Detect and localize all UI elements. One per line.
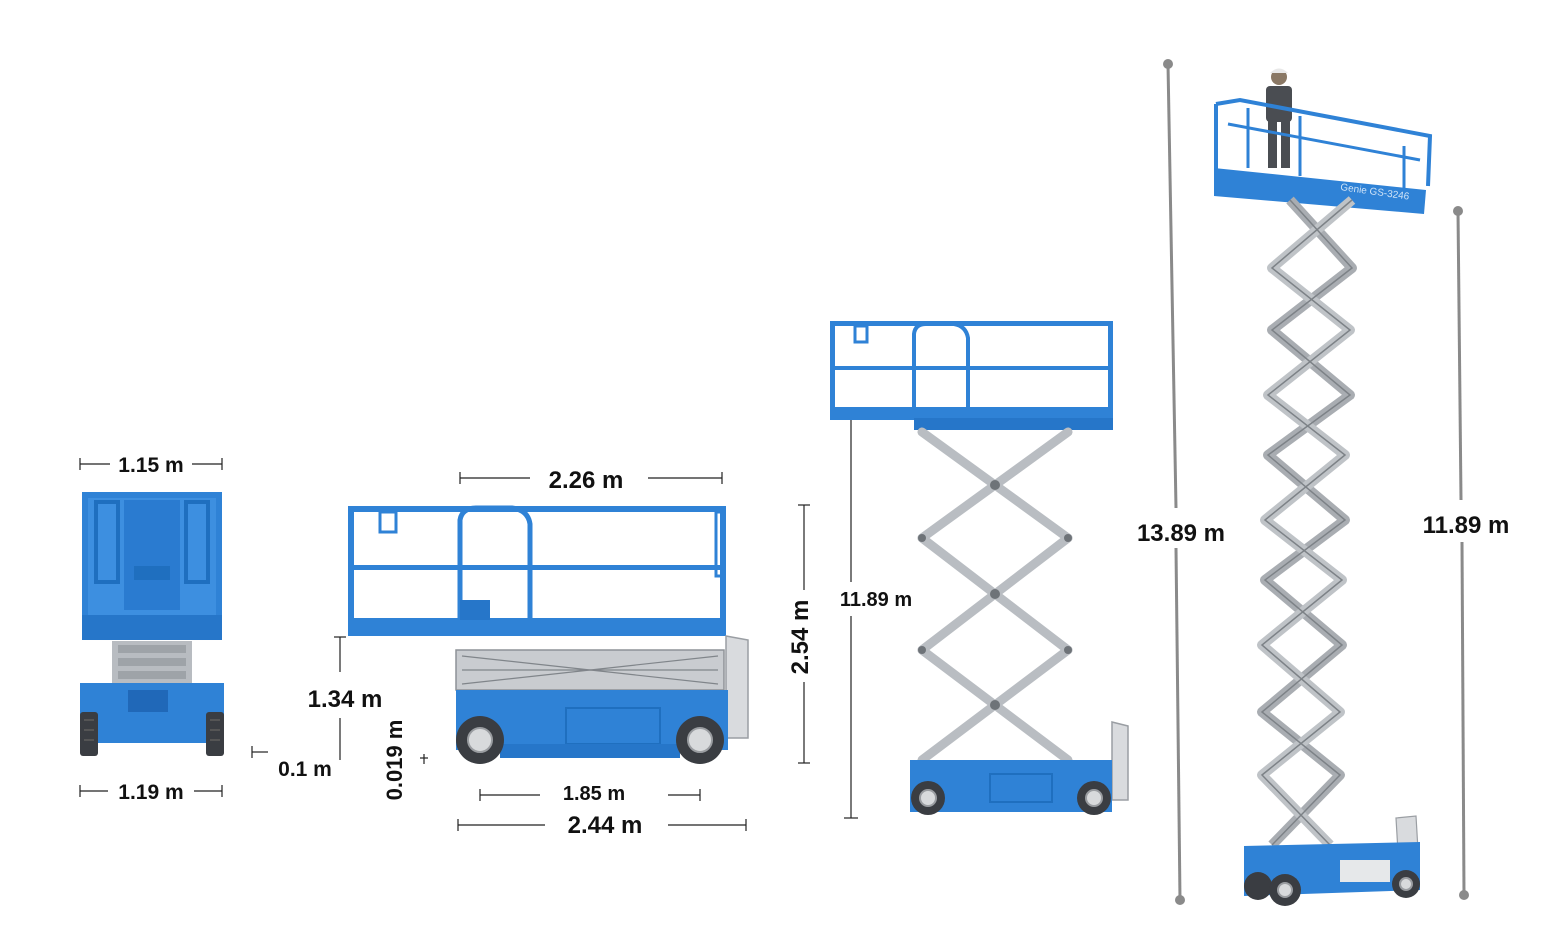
- platform-length-dimension: 2.26 m: [459, 467, 723, 494]
- side-view-lift-icon: [348, 505, 749, 764]
- ground-clearance-label: 0.1 m: [278, 758, 332, 781]
- overall-length-dimension: 2.44 m: [457, 812, 747, 839]
- working-height-label: 13.89 m: [1137, 520, 1225, 547]
- stowed-height-dimension: 2.54 m: [787, 504, 814, 764]
- max-platform-height-label: 11.89 m: [840, 589, 912, 611]
- front-view-lift-icon: [80, 492, 224, 756]
- raised-platform-height-label: 11.89 m: [1423, 512, 1510, 539]
- stowed-vs-extended-icon: [830, 321, 1129, 815]
- raised-scissor-arms: [1257, 196, 1357, 849]
- base-width-label: 1.19 m: [118, 781, 183, 804]
- stowed-platform-height-dimension: 1.34 m: [308, 636, 383, 760]
- scissor-arms: [917, 427, 1073, 765]
- stowed-height-label: 2.54 m: [787, 600, 814, 675]
- pothole-clearance-dimension: 0.019 m: [382, 720, 428, 801]
- pothole-clearance-label: 0.019 m: [382, 720, 407, 801]
- stowed-platform-height-label: 1.34 m: [308, 686, 383, 713]
- ground-clearance-dimension: 0.1 m: [251, 746, 332, 781]
- working-height-dimension: 13.89 m: [1137, 59, 1225, 905]
- platform-width-label: 1.15 m: [118, 454, 183, 477]
- front-base-dimension: 1.19 m: [79, 781, 223, 804]
- raised-lift-photo-icon: Genie GS-3246: [1214, 68, 1433, 906]
- operator-figure-icon: [1266, 68, 1292, 168]
- front-width-dimension: 1.15 m: [79, 454, 223, 477]
- max-platform-height-dimension: 11.89 m: [840, 420, 912, 819]
- overall-length-label: 2.44 m: [568, 812, 643, 839]
- wheelbase-dimension: 1.85 m: [479, 783, 701, 805]
- platform-length-label: 2.26 m: [549, 467, 624, 494]
- wheelbase-label: 1.85 m: [563, 783, 625, 805]
- raised-platform-height-dimension: 11.89 m: [1423, 206, 1510, 900]
